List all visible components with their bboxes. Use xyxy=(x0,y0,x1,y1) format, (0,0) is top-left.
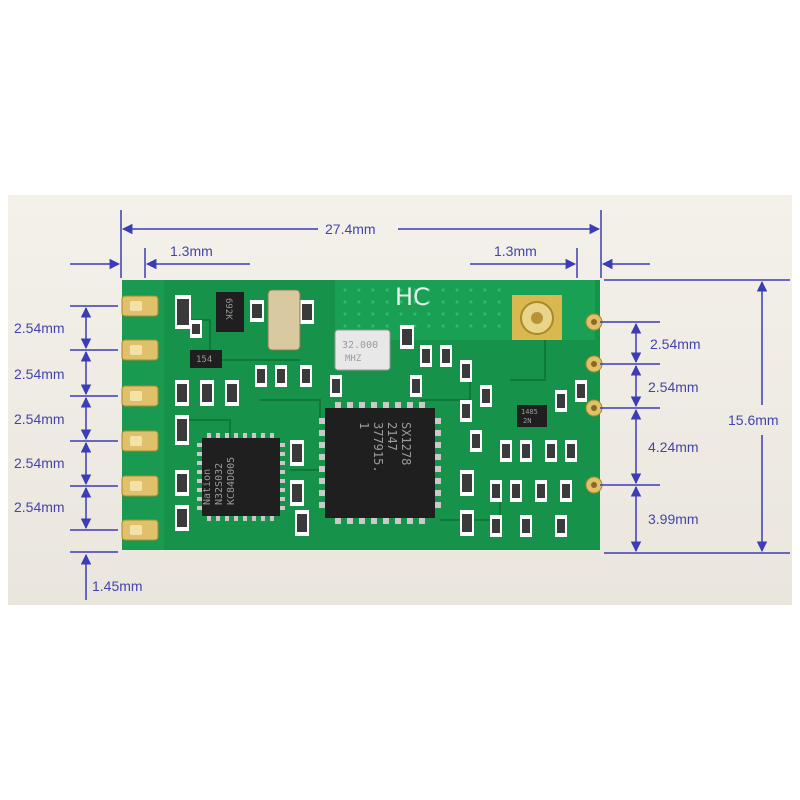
smd-part xyxy=(420,345,432,367)
right-pad xyxy=(585,476,603,494)
left-pad xyxy=(121,475,159,497)
small-ic: 1485 2N xyxy=(517,405,547,427)
svg-text:32.000: 32.000 xyxy=(342,340,378,351)
dim-bottom-offset: 1.45mm xyxy=(92,578,143,594)
dim-right-pitch-3: 4.24mm xyxy=(648,439,699,455)
smd-part xyxy=(520,440,532,462)
smd-part xyxy=(175,295,191,329)
smd-part xyxy=(175,415,189,445)
smd-part xyxy=(565,440,577,462)
svg-text:N32S032: N32S032 xyxy=(214,463,225,505)
right-pad xyxy=(585,355,603,373)
smd-part xyxy=(175,380,189,406)
svg-text:1485: 1485 xyxy=(521,408,538,416)
smd-part xyxy=(490,480,502,502)
smd-part xyxy=(290,440,304,466)
svg-text:SX1278: SX1278 xyxy=(399,422,413,465)
smd-part xyxy=(545,440,557,462)
smd-part xyxy=(480,385,492,407)
dim-total-height: 15.6mm xyxy=(728,412,779,428)
smd-part xyxy=(300,365,312,387)
smd-part xyxy=(535,480,547,502)
smd-part xyxy=(175,505,189,531)
smd-part xyxy=(225,380,239,406)
svg-text:1: 1 xyxy=(357,422,371,429)
smd-part xyxy=(400,325,414,349)
left-pad xyxy=(121,430,159,452)
svg-text:MHZ: MHZ xyxy=(345,354,362,364)
smd-part xyxy=(175,470,189,496)
pcb-left-strip xyxy=(122,280,164,550)
svg-text:2147: 2147 xyxy=(385,422,399,451)
right-pad xyxy=(585,399,603,417)
dim-total-width: 27.4mm xyxy=(325,221,376,237)
smd-part xyxy=(330,375,342,397)
smd-part xyxy=(575,380,587,402)
smd-part xyxy=(250,300,264,322)
via-dots xyxy=(343,288,501,328)
smd-part xyxy=(510,480,522,502)
mcu-chip: Nation N32S032 KC84D005 xyxy=(197,433,285,521)
crystal-oscillator: 32.000 MHZ xyxy=(334,329,391,371)
dimension-lines xyxy=(70,210,790,600)
ipex-antenna-connector xyxy=(512,295,562,340)
smd-components xyxy=(175,295,587,537)
smd-part xyxy=(300,300,314,324)
smd-part xyxy=(560,480,572,502)
smd-part xyxy=(470,430,482,452)
svg-text:692K: 692K xyxy=(223,298,233,320)
left-pads xyxy=(121,295,159,541)
dim-left-margin: 1.3mm xyxy=(170,243,213,259)
smd-part xyxy=(440,345,452,367)
smd-part xyxy=(500,440,512,462)
dim-right-pitch-2: 2.54mm xyxy=(648,379,699,395)
svg-text:Nation: Nation xyxy=(202,469,213,505)
dim-left-pitch-3: 2.54mm xyxy=(14,411,65,427)
smd-part xyxy=(290,480,304,506)
smd-part xyxy=(555,390,567,412)
left-pad xyxy=(121,519,159,541)
smd-part xyxy=(490,515,502,537)
smd-part xyxy=(460,510,474,536)
pcb-logo: HC xyxy=(395,283,430,311)
dim-left-pitch-4: 2.54mm xyxy=(14,455,65,471)
smd-part xyxy=(460,470,474,496)
dim-left-pitch-2: 2.54mm xyxy=(14,366,65,382)
marked-resistor-2: 154 xyxy=(190,350,222,368)
smd-part xyxy=(410,375,422,397)
left-pad xyxy=(121,295,159,317)
smd-part xyxy=(255,365,267,387)
dim-right-pitch-4: 3.99mm xyxy=(648,511,699,527)
svg-text:2N: 2N xyxy=(523,417,531,425)
smd-part xyxy=(200,380,214,406)
dim-right-margin: 1.3mm xyxy=(494,243,537,259)
smd-part xyxy=(460,360,472,382)
dim-left-pitch-5: 2.54mm xyxy=(14,499,65,515)
dim-left-pitch-1: 2.54mm xyxy=(14,320,65,336)
left-pad xyxy=(121,385,159,407)
capacitor xyxy=(267,289,301,351)
smd-part xyxy=(295,510,309,536)
svg-text:154: 154 xyxy=(196,355,212,365)
smd-part xyxy=(190,320,202,338)
right-pad xyxy=(585,313,603,331)
rf-transceiver-chip: SX1278 2147 377915. 1 xyxy=(319,402,441,524)
left-pad xyxy=(121,339,159,361)
marked-resistor-1: 692K xyxy=(216,292,244,332)
smd-part xyxy=(555,515,567,537)
svg-text:KC84D005: KC84D005 xyxy=(226,457,237,505)
smd-part xyxy=(460,400,472,422)
dim-right-pitch-1: 2.54mm xyxy=(650,336,701,352)
svg-text:377915.: 377915. xyxy=(371,422,385,473)
smd-part xyxy=(275,365,287,387)
smd-part xyxy=(520,515,532,537)
